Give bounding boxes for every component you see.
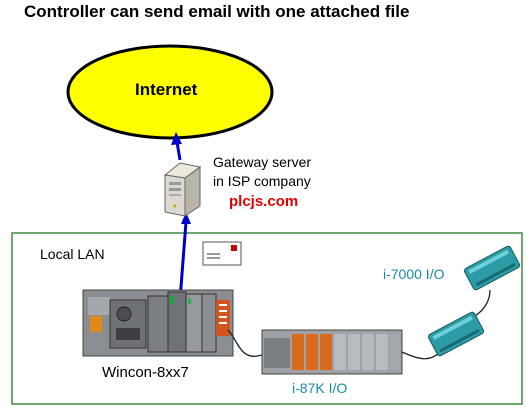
i7000-io-label: i-7000 I/O xyxy=(383,266,445,282)
internet-ellipse xyxy=(66,44,274,140)
i7000-module-lower-icon xyxy=(427,311,485,357)
internet-label: Internet xyxy=(135,80,198,99)
gateway-server-label: Gateway server in ISP company xyxy=(213,153,311,191)
wincon-label: Wincon-8xx7 xyxy=(102,364,189,381)
arrow-gateway-to-internet xyxy=(171,132,182,161)
wincon-controller-icon xyxy=(82,289,234,357)
watermark-text: plcjs.com xyxy=(229,193,299,210)
diagram-title: Controller can send email with one attac… xyxy=(24,2,410,21)
cable-wincon-to-i87k xyxy=(227,329,263,357)
local-lan-label: Local LAN xyxy=(40,246,105,262)
email-envelope-icon xyxy=(202,241,242,266)
gateway-label-line1: Gateway server xyxy=(213,154,312,170)
local-lan-border xyxy=(11,232,523,405)
gateway-server-icon xyxy=(163,162,202,217)
arrow-lan-to-gateway xyxy=(178,212,191,301)
cable-i87k-to-i7000 xyxy=(401,351,441,360)
gateway-label-line2: in ISP company xyxy=(213,173,311,189)
i87k-io-label: i-87K I/O xyxy=(292,380,348,396)
i87k-io-rack-icon xyxy=(261,329,403,375)
internet-node: Internet xyxy=(135,80,197,100)
i7000-module-upper-icon xyxy=(463,245,521,291)
